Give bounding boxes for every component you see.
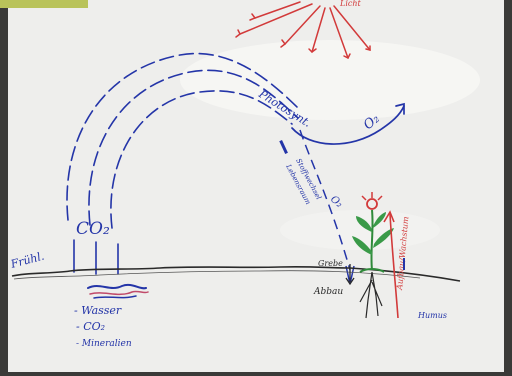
glare [180,40,480,120]
sun-label: Licht [339,0,362,8]
grebe-label: Grebe [318,259,343,268]
small-blue-mark [403,258,405,270]
humus-label: Humus [417,311,447,320]
resource-co2: - CO₂ [76,320,105,333]
co2-label: CO₂ [76,219,110,239]
sticky-note-corner [0,0,88,8]
decomposition-label: Abbau [313,287,343,297]
resource-minerals: - Mineralien [76,339,132,349]
resource-water: - Wasser [74,304,122,317]
plant-stem [371,210,372,270]
